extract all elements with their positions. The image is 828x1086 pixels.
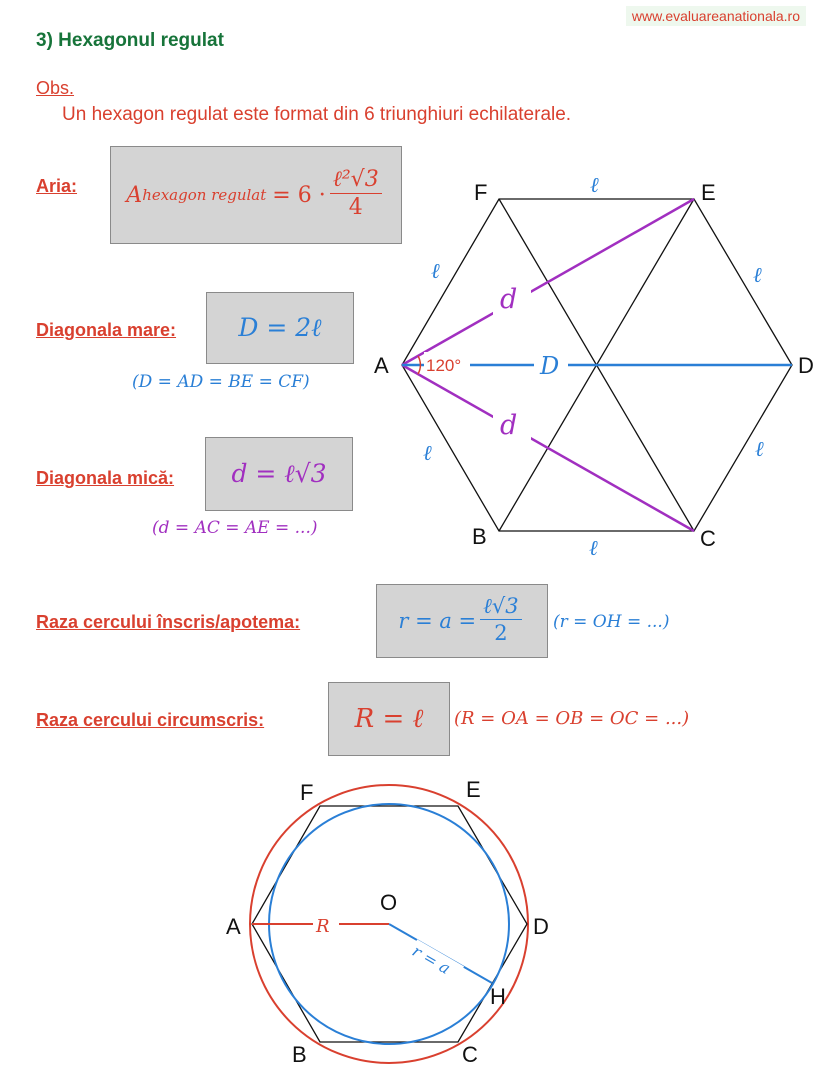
R-label-bg [313, 912, 339, 936]
foot-h: H [490, 984, 506, 1009]
aria-lhs: A [126, 182, 143, 208]
vertex-a: A [374, 353, 389, 378]
side-label-af: ℓ [431, 259, 440, 283]
diag-mica-note: (d = AC = AE = ...) [152, 518, 318, 538]
raza-circ-box: R = ℓ [328, 682, 450, 756]
circ-vertex-f: F [300, 780, 313, 805]
apothem-label-group: r = a [406, 939, 465, 986]
diag-mare-box: D = 2ℓ [206, 292, 354, 364]
aria-sub: hexagon regulat [142, 186, 267, 204]
raza-circ-note: (R = OA = OB = OC = ...) [454, 708, 690, 729]
obs-text: Un hexagon regulat este format din 6 tri… [62, 104, 572, 125]
raza-inscris-lhs: r = a = [398, 609, 477, 633]
diag-mare-label: Diagonala mare: [36, 320, 177, 340]
d-label-bg-top [493, 283, 531, 315]
side-label-ab: ℓ [423, 441, 432, 465]
vertex-f: F [474, 180, 487, 205]
aria-mid: = 6 · [272, 182, 326, 208]
diag-mare-note: (D = AD = BE = CF) [132, 372, 310, 392]
inner-hexagon [251, 805, 528, 1043]
vertex-b: B [472, 524, 487, 549]
raza-inscris-label: Raza cercului înscris/apotema: [36, 612, 301, 632]
aria-label: Aria: [36, 176, 78, 196]
vertex-e: E [701, 180, 716, 205]
obs-heading: Obs. [36, 78, 75, 98]
vertex-c: C [700, 526, 716, 551]
circ-vertex-b: B [292, 1042, 307, 1067]
angle-label: 120° [426, 356, 461, 375]
raza-inscris-note: (r = OH = ...) [553, 612, 670, 632]
short-diagonal-ae [401, 197, 695, 367]
aria-den: 4 [348, 195, 363, 221]
apothem-label-bg [406, 939, 465, 986]
raza-circ-label: Raza cercului circumscris: [36, 710, 265, 730]
circumscribed-circle [249, 784, 529, 1064]
side-label-ed: ℓ [753, 263, 762, 287]
short-diag-label-bottom: d [500, 410, 517, 441]
aria-num: ℓ²√3 [329, 168, 382, 195]
raza-inscris-fraction: ℓ√3 2 [480, 595, 522, 646]
D-label-bg [534, 350, 568, 380]
circ-vertex-c: C [462, 1042, 478, 1067]
circ-vertex-e: E [466, 777, 481, 802]
vertex-d: D [798, 353, 814, 378]
angle-arc [417, 355, 422, 375]
side-label-bc: ℓ [589, 536, 598, 560]
short-diag-label-top: d [500, 284, 517, 315]
raza-inscris-box: r = a = ℓ√3 2 [376, 584, 548, 658]
circ-vertex-a: A [226, 914, 241, 939]
aria-fraction: ℓ²√3 4 [329, 168, 382, 222]
center-o: O [380, 890, 397, 915]
angle-label-bg [424, 352, 470, 376]
long-diag-label: D [539, 352, 559, 380]
side-label-dc: ℓ [755, 437, 764, 461]
d-label-bg-bottom [493, 409, 531, 441]
section-title: 3) Hexagonul regulat [36, 30, 224, 51]
diag-mica-box: d = ℓ√3 [205, 437, 353, 511]
R-label: R [315, 916, 330, 937]
raza-inscris-num: ℓ√3 [480, 595, 522, 621]
short-diagonal-ac [401, 363, 695, 533]
circ-vertex-d: D [533, 914, 549, 939]
diag-mica-label: Diagonala mică: [36, 468, 175, 488]
side-label-fe: ℓ [590, 173, 599, 197]
site-url: www.evaluareanationala.ro [625, 6, 806, 26]
raza-inscris-den: 2 [494, 621, 508, 646]
